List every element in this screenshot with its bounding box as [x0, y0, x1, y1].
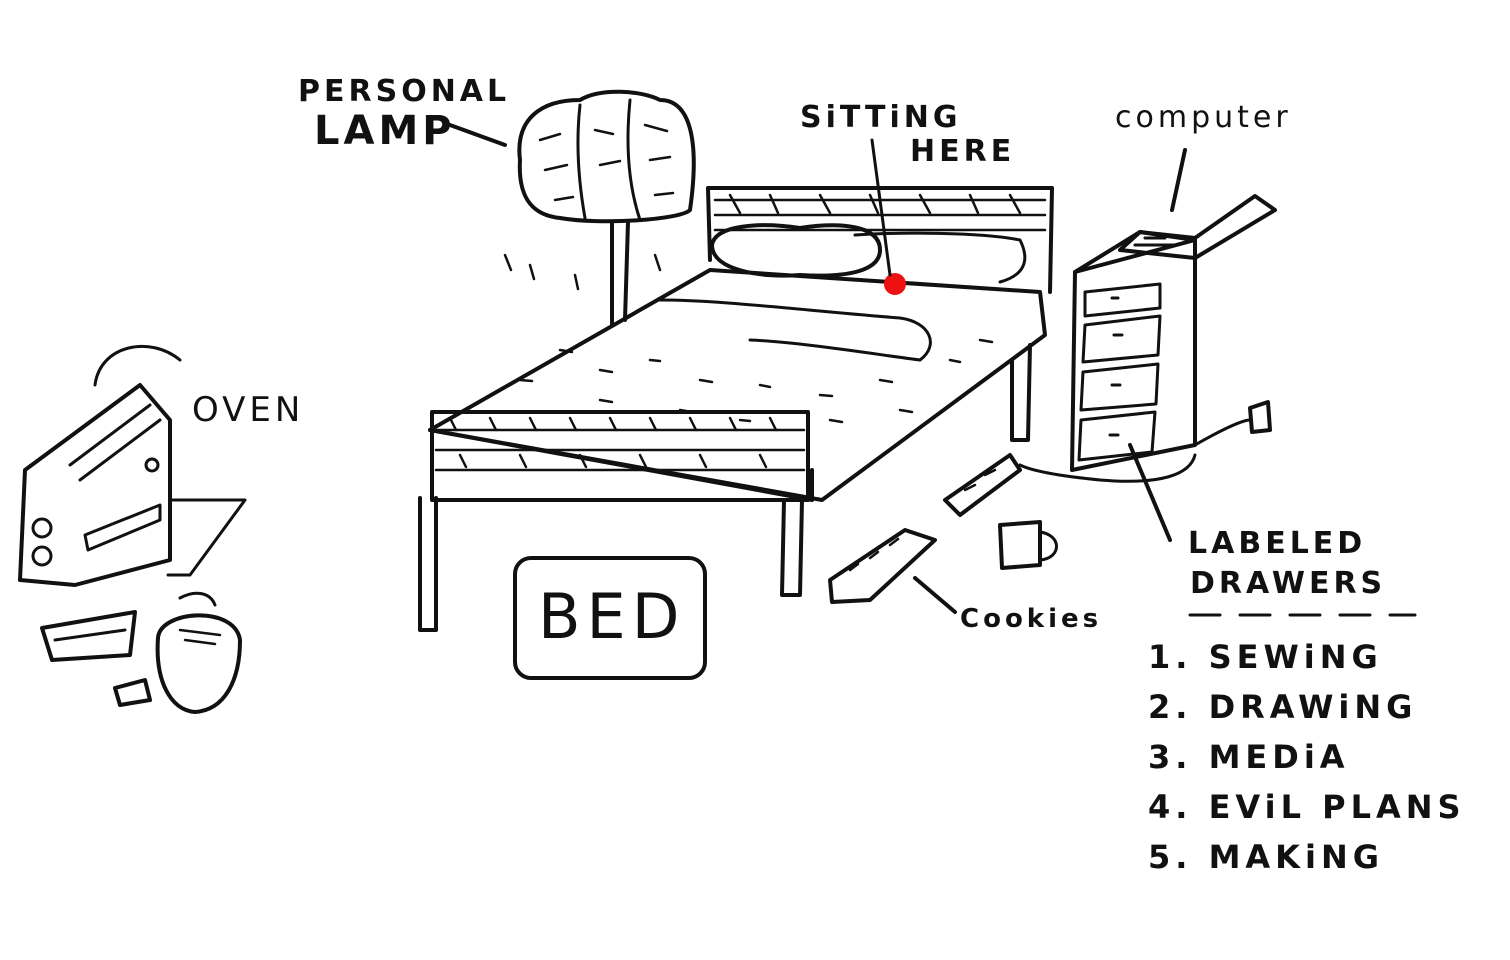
drawer-list-item-5: 5. MAKiNG — [1148, 838, 1384, 876]
sitting-pointer — [870, 138, 892, 277]
lamp-drawing — [448, 89, 696, 327]
sitting-label-line2: HERE — [910, 134, 1016, 169]
lamp-label-line1: PERSONAL — [298, 74, 511, 109]
drawers-drawing — [1018, 194, 1277, 542]
drawer-list-item-3: 3. MEDiA — [1148, 738, 1350, 776]
oven-label: OVEN — [192, 390, 305, 430]
drawers-label-line1: LABELED — [1188, 526, 1367, 561]
bed-drawing — [418, 186, 1054, 680]
lamp-label-line2: LAMP — [314, 108, 456, 154]
cookies-drawing — [828, 528, 957, 614]
oven-drawing — [18, 344, 247, 714]
drawer-list-item-1: 1. SEWiNG — [1148, 638, 1383, 676]
drawer-list-item-2: 2. DRAWiNG — [1148, 688, 1418, 726]
computer-label: computer — [1115, 100, 1292, 135]
drawer-list-item-4: 4. EViL PLANS — [1148, 788, 1466, 826]
cookies-label: Cookies — [960, 604, 1103, 634]
computer-pointer — [1170, 148, 1187, 212]
drawer-list: 1. SEWiNG 2. DRAWiNG 3. MEDiA 4. EViL PL… — [1148, 632, 1466, 882]
bed-label: BED — [538, 580, 686, 653]
power-strip-drawing — [943, 453, 1058, 570]
sitting-label-line1: SiTTiNG — [800, 100, 962, 135]
sitting-marker — [884, 273, 906, 295]
drawers-label-line2: DRAWERS — [1190, 566, 1387, 601]
